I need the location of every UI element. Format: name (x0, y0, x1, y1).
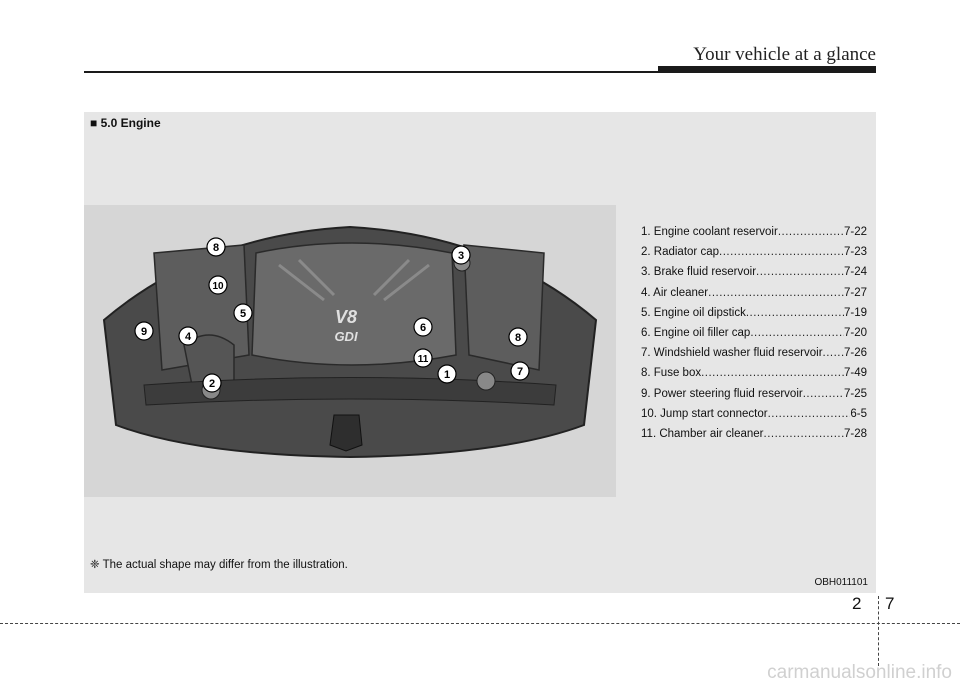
svg-text:10: 10 (212, 281, 224, 292)
header-title: Your vehicle at a glance (693, 44, 876, 65)
page-section-number: 2 (852, 594, 862, 613)
image-code: OBH011101 (814, 577, 868, 588)
callout-8-left: 8 (206, 237, 226, 257)
footer-page-divider (878, 596, 879, 666)
front-cowl (143, 377, 557, 406)
legend-item: 10. Jump start connector................… (641, 404, 867, 424)
legend-dot-leader: ........................................… (719, 246, 844, 259)
legend-dot-leader: ........................................… (822, 347, 844, 360)
legend-item-page: 7-20 (843, 327, 867, 340)
legend-item: 8. Fuse box.............................… (641, 363, 867, 383)
legend-item-label: 7. Windshield washer fluid reservoir (641, 347, 823, 360)
illustration-note: ❈ The actual shape may differ from the i… (90, 559, 348, 571)
fuse-box-right (463, 244, 545, 371)
legend-item-label: 10. Jump start connector (641, 407, 768, 420)
svg-text:3: 3 (458, 250, 464, 262)
legend-item-label: 2. Radiator cap (641, 246, 719, 259)
engine-bay-drawing: V8 GDI 8 10 5 9 4 (102, 225, 598, 459)
legend-item-page: 7-22 (843, 226, 867, 238)
legend-item-page: 7-49 (843, 367, 867, 380)
hood-latch (329, 414, 363, 452)
svg-text:9: 9 (141, 326, 147, 338)
callout-3: 3 (451, 245, 471, 265)
callout-5: 5 (233, 303, 253, 323)
legend-item-page: 7-25 (843, 387, 867, 400)
legend-item-page: 7-24 (843, 266, 867, 279)
section-title-text: 5.0 Engine (100, 116, 161, 130)
legend-dot-leader: ........................................… (767, 407, 851, 420)
section-title: ■ 5.0 Engine (90, 116, 161, 130)
watermark: carmanualsonline.info (767, 662, 952, 683)
legend-item-label: 6. Engine oil filler cap (641, 327, 751, 340)
callout-11: 11 (413, 348, 433, 368)
svg-text:8: 8 (213, 242, 219, 254)
legend-item-label: 5. Engine oil dipstick (641, 306, 746, 319)
legend-item: 1. Engine coolant reservoir.............… (641, 222, 867, 242)
engine-badge-v8: V8 (335, 307, 357, 327)
legend-dot-leader: ........................................… (701, 367, 844, 380)
footer-divider (0, 623, 960, 624)
legend-item-label: 3. Brake fluid reservoir (641, 266, 757, 279)
legend-item: 2. Radiator cap.........................… (641, 242, 867, 262)
legend-item-page: 6-5 (850, 407, 867, 420)
engine-badge-gdi: GDI (334, 329, 358, 344)
legend-dot-leader: ........................................… (708, 286, 844, 299)
legend-item: 6. Engine oil filler cap................… (641, 323, 867, 343)
svg-text:11: 11 (418, 354, 429, 365)
washer-cap-shape (476, 371, 496, 391)
svg-text:8: 8 (515, 332, 521, 344)
legend-item-page: 7-27 (843, 286, 867, 299)
svg-text:1: 1 (444, 369, 450, 381)
legend-item-label: 1. Engine coolant reservoir (641, 226, 778, 238)
legend-dot-leader: ........................................… (756, 266, 844, 279)
legend-item-label: 9. Power steering fluid reservoir (641, 387, 803, 400)
header-rule (84, 71, 876, 73)
svg-text:2: 2 (209, 378, 215, 390)
svg-text:4: 4 (185, 331, 192, 343)
legend-item-label: 8. Fuse box (641, 367, 702, 380)
callout-6: 6 (413, 317, 433, 337)
legend-item-label: 11. Chamber air cleaner (641, 428, 764, 441)
legend-item-page: 7-23 (843, 246, 867, 259)
header-rule-accent (658, 66, 876, 72)
svg-text:7: 7 (517, 366, 523, 378)
engine-cover-ribs (278, 258, 430, 302)
legend-dot-leader: ........................................… (745, 306, 844, 319)
legend-dot-leader: ........................................… (750, 327, 844, 340)
legend-item: 3. Brake fluid reservoir................… (641, 262, 867, 282)
component-legend: 1. Engine coolant reservoir.............… (641, 222, 867, 444)
callout-8-right: 8 (508, 327, 528, 347)
legend-item: 11. Chamber air cleaner.................… (641, 424, 867, 444)
legend-item: 4. Air cleaner..........................… (641, 283, 867, 303)
callout-4: 4 (178, 326, 198, 346)
legend-dot-leader: ........................................… (802, 387, 844, 400)
legend-item-label: 4. Air cleaner (641, 286, 709, 299)
legend-item: 7. Windshield washer fluid reservoir....… (641, 343, 867, 363)
legend-item: 5. Engine oil dipstick..................… (641, 303, 867, 323)
svg-text:6: 6 (420, 322, 426, 334)
legend-dot-leader: ........................................… (777, 226, 844, 238)
legend-item-page: 7-28 (843, 428, 867, 441)
callout-7: 7 (510, 361, 530, 381)
svg-text:5: 5 (240, 308, 246, 320)
callout-2: 2 (202, 373, 222, 393)
legend-dot-leader: ........................................… (763, 428, 844, 441)
engine-illustration: V8 GDI 8 10 5 9 4 (84, 205, 616, 497)
legend-item: 9. Power steering fluid reservoir.......… (641, 384, 867, 404)
callout-1: 1 (437, 364, 457, 384)
legend-item-page: 7-26 (843, 347, 867, 360)
engine-cover (251, 242, 457, 366)
callout-10: 10 (208, 275, 228, 295)
section-bullet: ■ (90, 116, 98, 130)
page-number: 7 (885, 594, 895, 613)
callout-9: 9 (134, 321, 154, 341)
legend-item-page: 7-19 (843, 306, 867, 319)
